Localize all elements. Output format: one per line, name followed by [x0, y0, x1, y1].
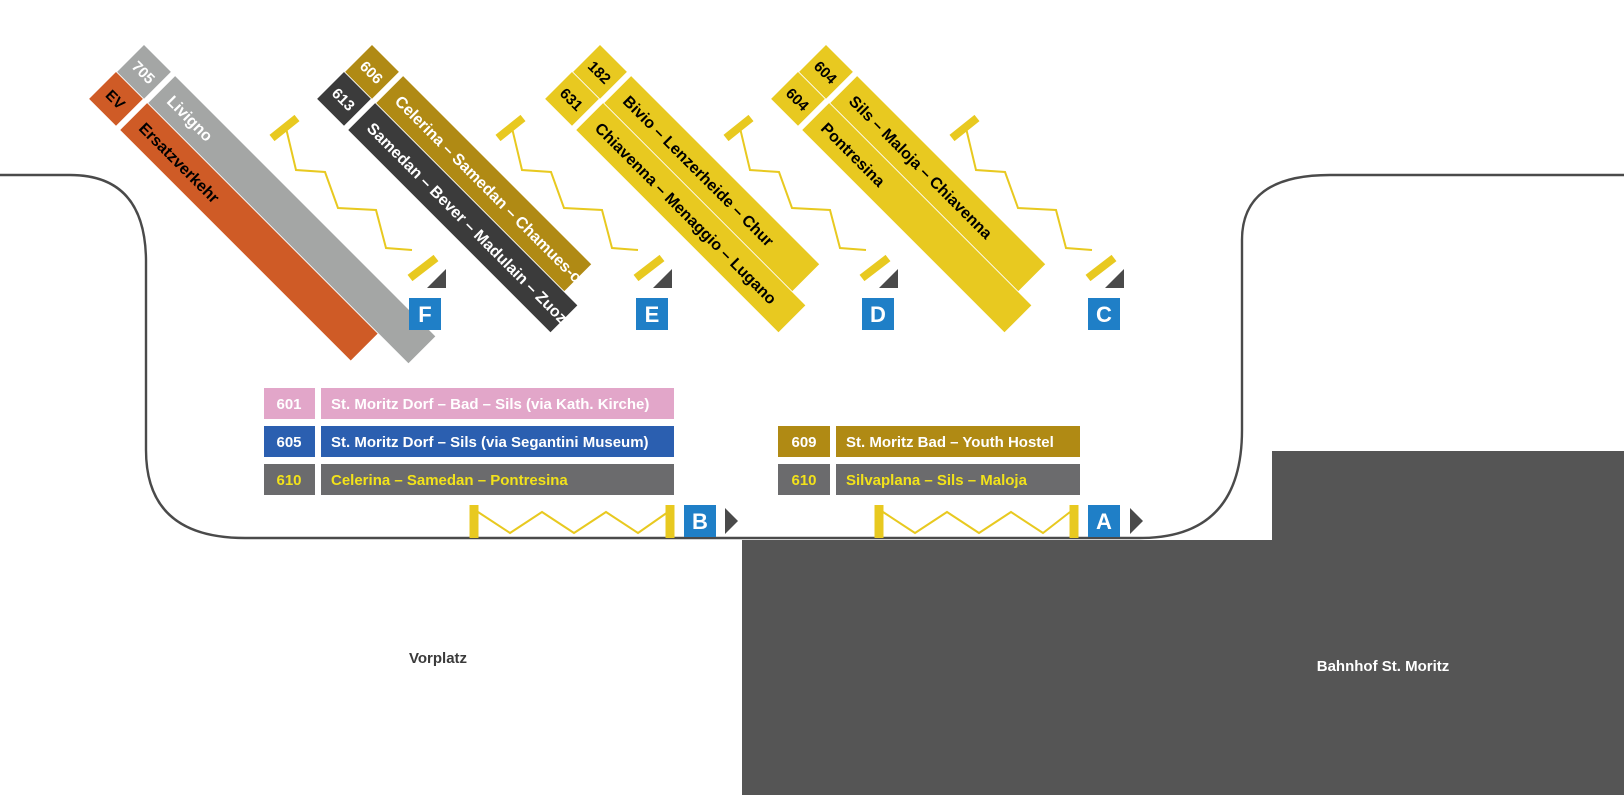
route-destination-band [148, 76, 436, 364]
route-number: 610 [791, 472, 816, 489]
route-number-badge [264, 464, 315, 495]
route-destination-band [321, 426, 674, 457]
route-number-badge [264, 388, 315, 419]
stop-e-platform-marker [495, 114, 665, 282]
route-destination-band [576, 103, 806, 333]
stop-letter: B [692, 509, 708, 534]
route-destination-band [120, 103, 378, 361]
route-row: 605 St. Moritz Dorf – Sils (via Segantin… [264, 426, 674, 457]
direction-arrow [879, 269, 898, 288]
stop-letter: C [1096, 302, 1112, 327]
route-number-badge [117, 45, 171, 99]
stop-a-platform-marker [874, 505, 1079, 538]
stop-d-platform-marker [723, 114, 891, 282]
stop-d-route-back: 182 Bivio – Lenzerheide – Chur [573, 45, 820, 292]
route-destination-band [802, 103, 1032, 333]
stop-f-platform-marker [269, 114, 439, 282]
route-row: 610 Silvaplana – Sils – Maloja [778, 464, 1080, 495]
stop-f-route-back: 705 Livigno [117, 45, 436, 364]
route-number-badge [317, 72, 371, 126]
stop-letter: F [418, 302, 431, 327]
stop-b-route-list: 601 St. Moritz Dorf – Bad – Sils (via Ka… [264, 388, 674, 495]
stop-c-route-front: 604 Pontresina [771, 72, 1032, 333]
station-label: Bahnhof St. Moritz [1317, 658, 1449, 675]
route-row: 610 Celerina – Samedan – Pontresina [264, 464, 674, 495]
route-destination: St. Moritz Bad – Youth Hostel [846, 434, 1054, 451]
stop-e-badge[interactable]: E [636, 298, 668, 330]
station-building [742, 451, 1624, 795]
route-number-badge [89, 72, 143, 126]
stop-letter: E [645, 302, 660, 327]
route-destination-band [321, 388, 674, 419]
route-number: 601 [276, 396, 301, 413]
stop-a-badge[interactable]: A [1088, 505, 1120, 537]
route-destination-band [348, 103, 578, 333]
route-destination-band [604, 76, 820, 292]
stop-a-route-list: 609 St. Moritz Bad – Youth Hostel 610 Si… [778, 426, 1080, 495]
route-number: 605 [276, 434, 301, 451]
stop-letter: D [870, 302, 886, 327]
stop-b-platform-marker [469, 505, 675, 538]
stop-b-badge[interactable]: B [684, 505, 716, 537]
route-destination-band [321, 464, 674, 495]
route-number-badge [778, 464, 830, 495]
forecourt-label: Vorplatz [409, 650, 467, 667]
route-destination-band [830, 76, 1046, 292]
route-destination: Silvaplana – Sils – Maloja [846, 472, 1028, 489]
route-destination-band [376, 76, 592, 292]
direction-arrow [653, 269, 672, 288]
route-row: 609 St. Moritz Bad – Youth Hostel [778, 426, 1080, 457]
direction-arrow [1105, 269, 1124, 288]
direction-arrow [427, 269, 446, 288]
route-number-badge [778, 426, 830, 457]
stop-c-route-back: 604 Sils – Maloja – Chiavenna [799, 45, 1046, 292]
direction-arrow [725, 508, 738, 534]
route-number: 610 [276, 472, 301, 489]
stop-letter: A [1096, 509, 1112, 534]
route-destination-band [836, 464, 1080, 495]
route-destination: Celerina – Samedan – Pontresina [331, 472, 568, 489]
route-destination-band [836, 426, 1080, 457]
route-number-badge [264, 426, 315, 457]
stop-d-badge[interactable]: D [862, 298, 894, 330]
route-number: 609 [791, 434, 816, 451]
route-destination: St. Moritz Dorf – Bad – Sils (via Kath. … [331, 396, 649, 413]
stop-f-badge[interactable]: F [409, 298, 441, 330]
stop-c-platform-marker [949, 114, 1117, 282]
route-destination: St. Moritz Dorf – Sils (via Segantini Mu… [331, 434, 649, 451]
direction-arrow [1130, 508, 1143, 534]
route-row: 601 St. Moritz Dorf – Bad – Sils (via Ka… [264, 388, 674, 419]
curb-outline [0, 173, 1624, 540]
stop-d-route-front: 631 Chiavenna – Menaggio – Lugano [545, 72, 806, 333]
stop-c-badge[interactable]: C [1088, 298, 1120, 330]
